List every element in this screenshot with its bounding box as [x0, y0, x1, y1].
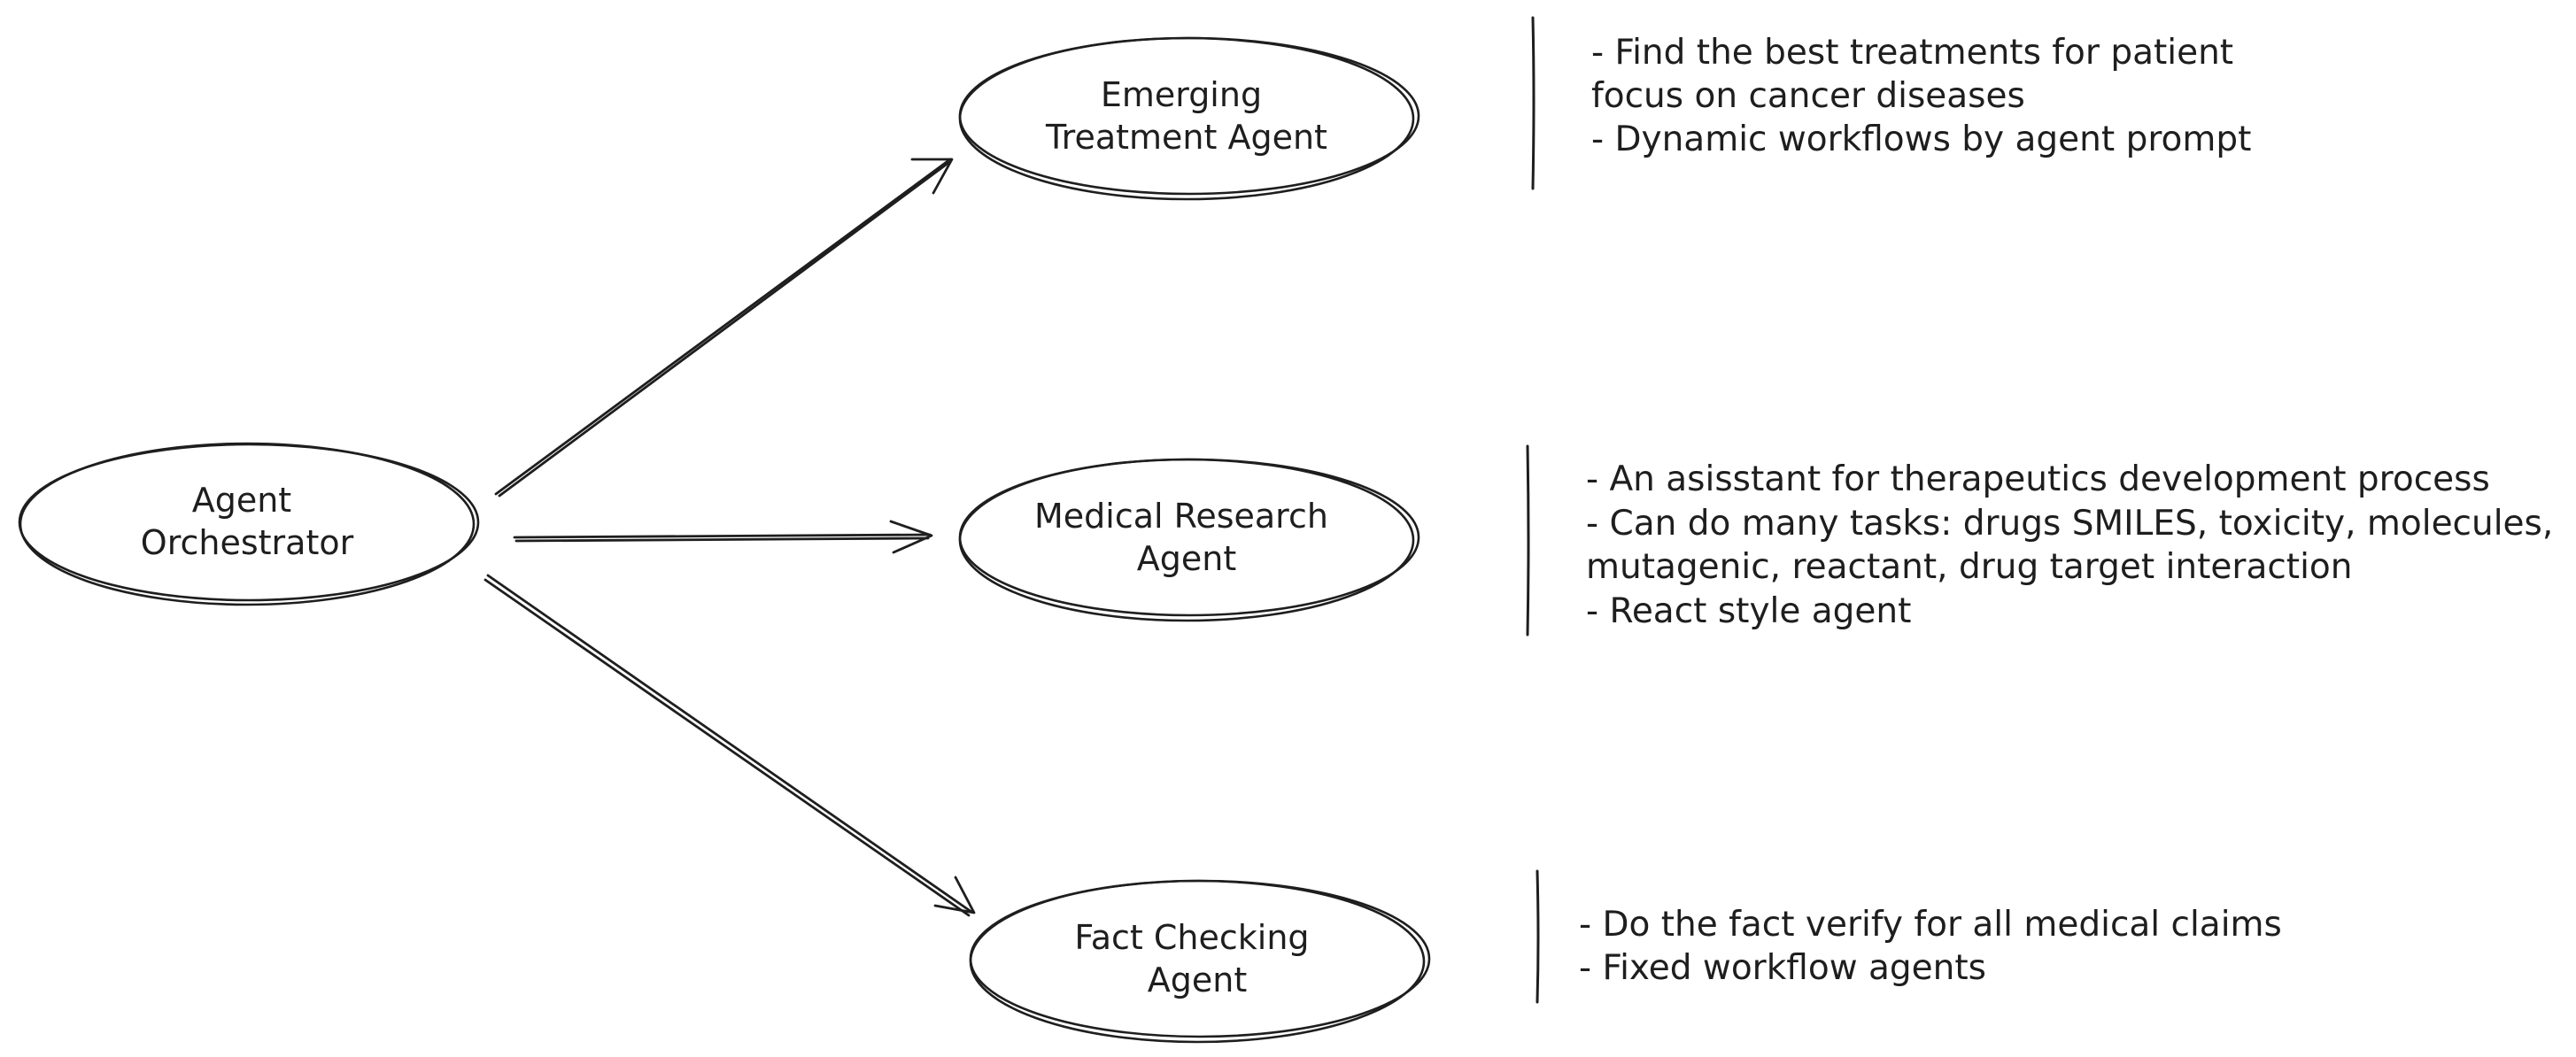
edge-orchestrator-to-fact[interactable]	[483, 574, 976, 917]
edge-line-3a	[486, 574, 973, 914]
orchestrator-label-line-2: Orchestrator	[141, 523, 354, 562]
note-medical-line-4: - React style agent	[1586, 591, 1911, 631]
edge-orchestrator-to-medical[interactable]	[513, 520, 933, 554]
note-medical-line-3: mutagenic, reactant, drug target interac…	[1586, 547, 2353, 587]
edge-line-2b	[514, 536, 930, 543]
note-fact-line-2: - Fixed workflow agents	[1579, 948, 1986, 988]
orchestrator-node[interactable]: Agent Orchestrator	[18, 442, 480, 606]
emerging-treatment-label: Emerging Treatment Agent	[1045, 75, 1327, 157]
note-medical: - An asisstant for therapeutics developm…	[1586, 459, 2564, 631]
orchestrator-ellipse-sketch	[18, 443, 480, 602]
arrowhead-fact-icon	[933, 876, 976, 914]
arrowhead-emerging-icon	[910, 158, 954, 195]
emerging-treatment-label-line-2: Treatment Agent	[1045, 118, 1327, 157]
emerging-treatment-node[interactable]: Emerging Treatment Agent	[958, 36, 1420, 201]
edge-line-3b	[483, 578, 971, 917]
edge-orchestrator-to-emerging[interactable]	[494, 158, 954, 498]
fact-checking-label: Fact Checking Agent	[1074, 918, 1319, 999]
note-medical-line-2: - Can do many tasks: drugs SMILES, toxic…	[1586, 504, 2553, 544]
fact-checking-label-line-1: Fact Checking	[1074, 918, 1309, 957]
medical-research-node[interactable]: Medical Research Agent	[958, 458, 1420, 622]
medical-research-label-line-2: Agent	[1137, 539, 1236, 578]
edge-line-2a	[513, 533, 932, 539]
emerging-treatment-label-line-1: Emerging	[1101, 75, 1262, 114]
emerging-treatment-ellipse-sketch	[958, 36, 1420, 196]
divider-emerging	[1531, 16, 1536, 190]
orchestrator-label: Agent Orchestrator	[141, 481, 354, 562]
edge-line-1b	[498, 161, 950, 498]
note-medical-line-1: - An asisstant for therapeutics developm…	[1586, 459, 2490, 499]
note-fact: - Do the fact verify for all medical cla…	[1579, 905, 2293, 988]
arrowhead-medical-icon	[889, 520, 933, 554]
medical-research-label-line-1: Medical Research	[1034, 497, 1328, 536]
fact-checking-label-line-2: Agent	[1148, 961, 1247, 999]
orchestrator-label-line-1: Agent	[192, 481, 291, 520]
note-emerging-line-1: - Find the best treatments for patient	[1591, 33, 2233, 73]
fact-checking-node[interactable]: Fact Checking Agent	[969, 879, 1431, 1044]
fact-checking-ellipse-sketch	[969, 879, 1431, 1038]
note-fact-line-1: - Do the fact verify for all medical cla…	[1579, 905, 2282, 945]
divider-fact	[1536, 869, 1540, 1004]
medical-research-ellipse-sketch	[958, 458, 1420, 617]
note-emerging-line-3: - Dynamic workflows by agent prompt	[1591, 120, 2251, 159]
note-emerging: - Find the best treatments for patient f…	[1591, 33, 2251, 159]
note-emerging-line-2: focus on cancer diseases	[1591, 76, 2025, 116]
edge-line-1a	[494, 158, 952, 496]
medical-research-label: Medical Research Agent	[1034, 497, 1339, 578]
